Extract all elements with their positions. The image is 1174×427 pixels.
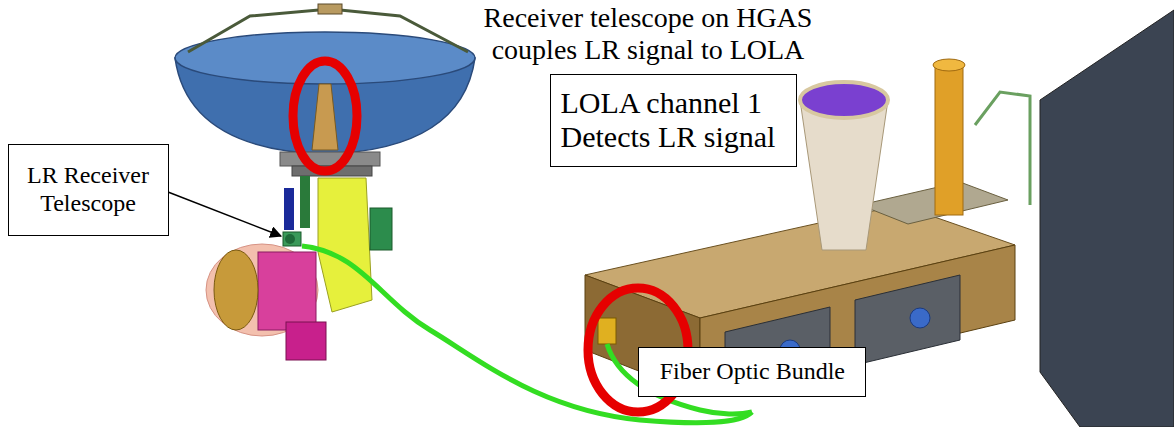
actuator (370, 208, 392, 250)
module (855, 275, 960, 365)
box-text: Fiber Optic Bundle (659, 358, 845, 386)
dish-struts (188, 9, 468, 52)
motor (910, 308, 930, 328)
receiver-telescope (283, 232, 301, 246)
mount-plate (280, 152, 380, 166)
laser-tube (935, 65, 963, 215)
subreflector-mount (318, 4, 342, 14)
railing (975, 92, 1030, 205)
hgas-antenna (175, 4, 475, 360)
panel (1040, 10, 1174, 427)
electronics-box (860, 182, 1008, 224)
telescope-aperture (800, 82, 888, 118)
leader-arrow (168, 192, 281, 236)
box-text: LR Receiver Telescope (21, 162, 156, 217)
fiber-connector (598, 318, 616, 344)
label-box: LR Receiver Telescope (8, 144, 169, 236)
gimbal-base (286, 322, 326, 360)
receiver-telescope (285, 234, 295, 244)
pipe (300, 176, 310, 228)
feed-horn (312, 84, 338, 150)
laser-tube (933, 59, 965, 71)
gimbal-face (214, 250, 258, 330)
box-text: LOLA channel 1 Detects LR signal (561, 86, 786, 155)
gimbal-body (318, 178, 372, 312)
highlight-circle (293, 61, 357, 171)
label-box: Fiber Optic Bundle (638, 347, 866, 397)
telescope-cone (800, 100, 888, 250)
pipe (284, 188, 294, 230)
gimbal-motor (258, 252, 316, 330)
title: Receiver telescope on HGAS couples LR si… (463, 2, 833, 66)
label-box: LOLA channel 1 Detects LR signal (550, 74, 797, 167)
